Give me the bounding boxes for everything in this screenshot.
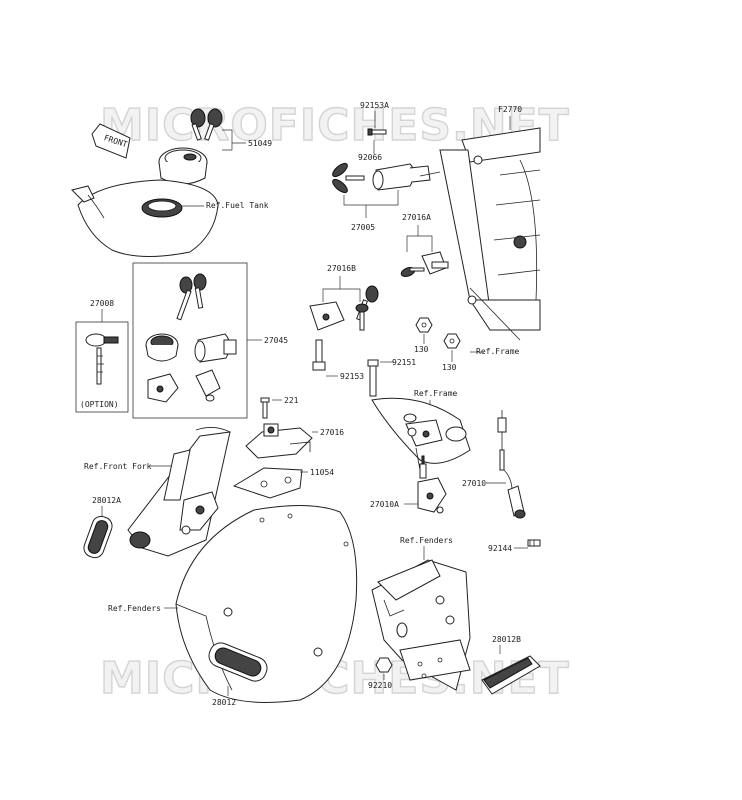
nut-130-a-icon: [415, 317, 433, 333]
label-92210: 92210: [368, 681, 392, 690]
label-221: 221: [284, 396, 299, 405]
screw-icon: [367, 128, 387, 136]
label-27045: 27045: [264, 336, 288, 345]
lock-set-keys-icon: [176, 273, 207, 321]
frame-icon: [439, 127, 541, 341]
label-ref-frame-1: Ref.Frame: [476, 347, 520, 356]
label-28012B: 28012B: [492, 635, 521, 644]
label-92153A: 92153A: [360, 101, 389, 110]
label-27016: 27016: [320, 428, 344, 437]
label-ref-fenders-2: Ref.Fenders: [400, 536, 453, 545]
bracket-11054-icon: [232, 467, 303, 499]
lock-set-seat-lock-icon: [147, 369, 221, 403]
front-arrow-icon: FRONT: [91, 123, 131, 159]
seat-lock-27016-icon: [245, 423, 313, 459]
label-ref-frame-2: Ref.Frame: [414, 389, 458, 398]
watermark-top: MICROFICHES.NET: [100, 100, 570, 151]
label-28012: 28012: [212, 698, 236, 707]
nut-130-b-icon: [443, 333, 461, 349]
label-27016A: 27016A: [402, 213, 431, 222]
label-92151: 92151: [392, 358, 416, 367]
label-27010: 27010: [462, 479, 486, 488]
reflector-28012A-icon: [83, 515, 113, 559]
label-ref-fuel-tank: Ref.Fuel Tank: [206, 201, 269, 210]
lock-27016A-icon: [400, 251, 449, 277]
fuel-tank-icon: [71, 179, 219, 258]
label-11054: 11054: [310, 468, 334, 477]
fuel-cap-icon: [158, 147, 208, 185]
lock-27016B-icon: [309, 285, 379, 331]
fuel-cap-keys-icon: [190, 108, 223, 141]
option-key-icon: [85, 333, 119, 385]
label-92144: 92144: [488, 544, 512, 553]
label-27016B: 27016B: [327, 264, 356, 273]
nut-92210-icon: [375, 657, 393, 673]
switch-27010-icon: [497, 410, 526, 519]
label-27005: 27005: [351, 223, 375, 232]
option-key-box: [75, 321, 129, 413]
reflector-28012B-icon: [481, 655, 541, 695]
label-F2770: F2770: [498, 105, 522, 114]
reflector-28012-icon: [208, 642, 268, 682]
label-130-b: 130: [442, 363, 457, 372]
label-ref-front-fork: Ref.Front Fork: [84, 462, 152, 471]
label-28012A: 28012A: [92, 496, 121, 505]
label-92153: 92153: [340, 372, 364, 381]
label-27010A: 27010A: [370, 500, 399, 509]
ignition-keys-icon: [332, 162, 365, 194]
label-ref-fenders-1: Ref.Fenders: [108, 604, 161, 613]
label-51049: 51049: [248, 139, 272, 148]
bolt-92151-icon: [367, 359, 379, 397]
steering-head-icon: [371, 397, 471, 471]
washer-92144-icon: [527, 539, 541, 547]
lock-set-switch-icon: [194, 333, 237, 363]
screw-221-icon: [260, 397, 270, 419]
rear-fender-icon: [371, 559, 471, 691]
label-130-a: 130: [414, 345, 429, 354]
label-27008: 27008: [90, 299, 114, 308]
bolt-92153-icon: [312, 339, 326, 371]
lock-set-cap-icon: [145, 333, 179, 362]
label-option: (OPTION): [80, 400, 119, 409]
label-92066: 92066: [358, 153, 382, 162]
switch-27010A-icon: [417, 455, 447, 514]
ignition-switch-icon: [372, 163, 441, 191]
front-fork-icon: [127, 427, 231, 557]
lock-set-box: [132, 262, 248, 419]
